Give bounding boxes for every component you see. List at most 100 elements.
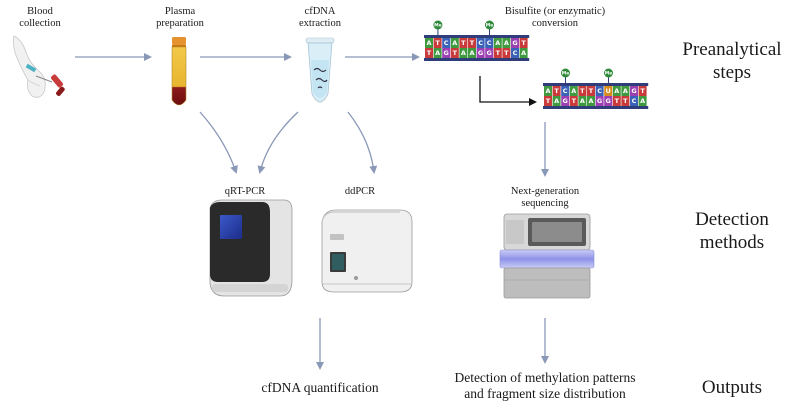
dna2-base-bottom-letter: A	[640, 97, 645, 105]
dna1-base-top	[485, 38, 494, 48]
dna2-base-top-letter: A	[623, 87, 628, 95]
dna2-base-top	[595, 86, 604, 96]
dna2-base-top-letter: G	[631, 87, 636, 95]
dna2-base-bottom	[638, 96, 647, 106]
dna2-base-bottom-letter: A	[588, 97, 593, 105]
dna1-base-top-letter: G	[512, 39, 517, 47]
row-label-detection: Detection methods	[695, 209, 769, 253]
dna1-base-top-letter: A	[504, 39, 509, 47]
dna1-base-bottom-letter: A	[461, 49, 466, 57]
dna1-base-top	[425, 38, 433, 48]
step-blood-collection-label: Blood collection	[19, 6, 61, 29]
dna2-backbone-bottom	[543, 106, 649, 109]
dna1-base-top-letter: C	[487, 39, 492, 47]
dna1-methyl-tag	[433, 20, 443, 30]
dna1-base-bottom-letter: T	[504, 49, 509, 57]
dna1-base-bottom	[450, 48, 459, 58]
dna1-base-bottom-letter: C	[513, 49, 518, 57]
cfdna-tube-icon	[305, 37, 335, 103]
dna2-base-bottom	[569, 96, 578, 106]
dna1-base-bottom-letter: G	[487, 49, 492, 57]
dna2-base-bottom	[561, 96, 570, 106]
dna2-base-top-letter: T	[554, 87, 559, 95]
dna2-base-bottom-letter: G	[597, 97, 602, 105]
dna1-base-top	[476, 38, 485, 48]
dna1-base-bottom-letter: G	[478, 49, 483, 57]
dna2-base-bottom-letter: G	[606, 97, 611, 105]
dna2-base-bottom	[604, 96, 613, 106]
dna2-base-top-letter: A	[571, 87, 576, 95]
dna2-base-bottom-letter: T	[572, 97, 577, 105]
dna1-methyl-tag-label: Me	[434, 23, 442, 29]
dna2-base-bottom	[612, 96, 621, 106]
dna2-base-bottom	[621, 96, 630, 106]
dna2-base-top-letter: C	[563, 87, 568, 95]
dna1-base-top	[502, 38, 511, 48]
dna2-base-top	[578, 86, 587, 96]
dna1-base-top-letter: C	[478, 39, 483, 47]
dna1-base-bottom	[425, 48, 433, 58]
dna1-base-top	[493, 38, 502, 48]
dna2-backbone-top	[543, 83, 649, 86]
dna2-base-bottom-letter: T	[623, 97, 628, 105]
dna1-base-bottom	[493, 48, 502, 58]
dna2-base-top-letter: A	[545, 87, 550, 95]
dna2-base-bottom-letter: T	[546, 97, 551, 105]
dna2-base-top	[621, 86, 630, 96]
dna2-base-bottom-letter: T	[615, 97, 620, 105]
dna1-base-bottom-letter: A	[435, 49, 440, 57]
dna2-base-bottom	[552, 96, 561, 106]
dna1-base-top	[468, 38, 476, 48]
dna2-base-bottom	[595, 96, 604, 106]
dna1-base-bottom	[485, 48, 494, 58]
dna2-base-top-letter: U	[606, 87, 611, 95]
dna2-base-top	[561, 86, 570, 96]
dna1-base-bottom	[519, 48, 528, 58]
dna1-base-top	[433, 38, 442, 48]
dna1-methyl-tag-label: Me	[486, 23, 494, 29]
dna2-methyl-tag	[604, 68, 613, 78]
dna2-base-bottom-letter: A	[580, 97, 585, 105]
dna1-base-top	[442, 38, 451, 48]
dna2-base-top	[569, 86, 578, 96]
dna2-base-top	[552, 86, 561, 96]
dna1-base-top-letter: A	[495, 39, 500, 47]
output-quantification-label: cfDNA quantification	[261, 380, 379, 395]
arrow-cfdna-to-ddpcr	[347, 111, 378, 174]
row-label-outputs: Outputs	[701, 377, 763, 398]
dna1-backbone-top	[424, 35, 530, 38]
dna1-base-top	[519, 38, 528, 48]
dna2-methyl-tag-label: Me	[605, 71, 613, 77]
dna1-base-top-letter: A	[426, 39, 431, 47]
dna2-base-top-letter: A	[614, 87, 619, 95]
arrow-cfdna-to-qrtpcr	[257, 111, 299, 174]
dna1-base-bottom	[468, 48, 476, 58]
dna1-base-top	[511, 38, 519, 48]
dna2-base-top	[604, 86, 613, 96]
dna1-base-bottom	[476, 48, 485, 58]
dna1-base-bottom-letter: G	[444, 49, 449, 57]
dna1-base-bottom-letter: T	[453, 49, 458, 57]
dna1-base-top-letter: T	[461, 39, 466, 47]
dna1-base-top-letter: T	[470, 39, 475, 47]
dna2-methyl-tag-label: Me	[562, 71, 570, 77]
dna2-base-top	[587, 86, 595, 96]
dna1-base-top-letter: C	[444, 39, 449, 47]
qrtpcr-machine-icon	[209, 199, 293, 297]
dna1-base-top-letter: A	[452, 39, 457, 47]
dna1-base-top-letter: T	[435, 39, 440, 47]
arrow-plasma-to-qrtpcr	[199, 111, 238, 174]
ngs-machine-icon	[499, 213, 595, 299]
dna1-base-bottom	[442, 48, 451, 58]
dna1-base-top-letter: T	[521, 39, 526, 47]
dna1-backbone-bottom	[424, 58, 530, 61]
dna2-base-bottom	[630, 96, 638, 106]
dna2-base-bottom-letter: C	[632, 97, 637, 105]
dna2-base-bottom	[578, 96, 587, 106]
dna2-base-top-letter: C	[597, 87, 602, 95]
dna1-base-top	[459, 38, 468, 48]
dna1-base-bottom	[502, 48, 511, 58]
